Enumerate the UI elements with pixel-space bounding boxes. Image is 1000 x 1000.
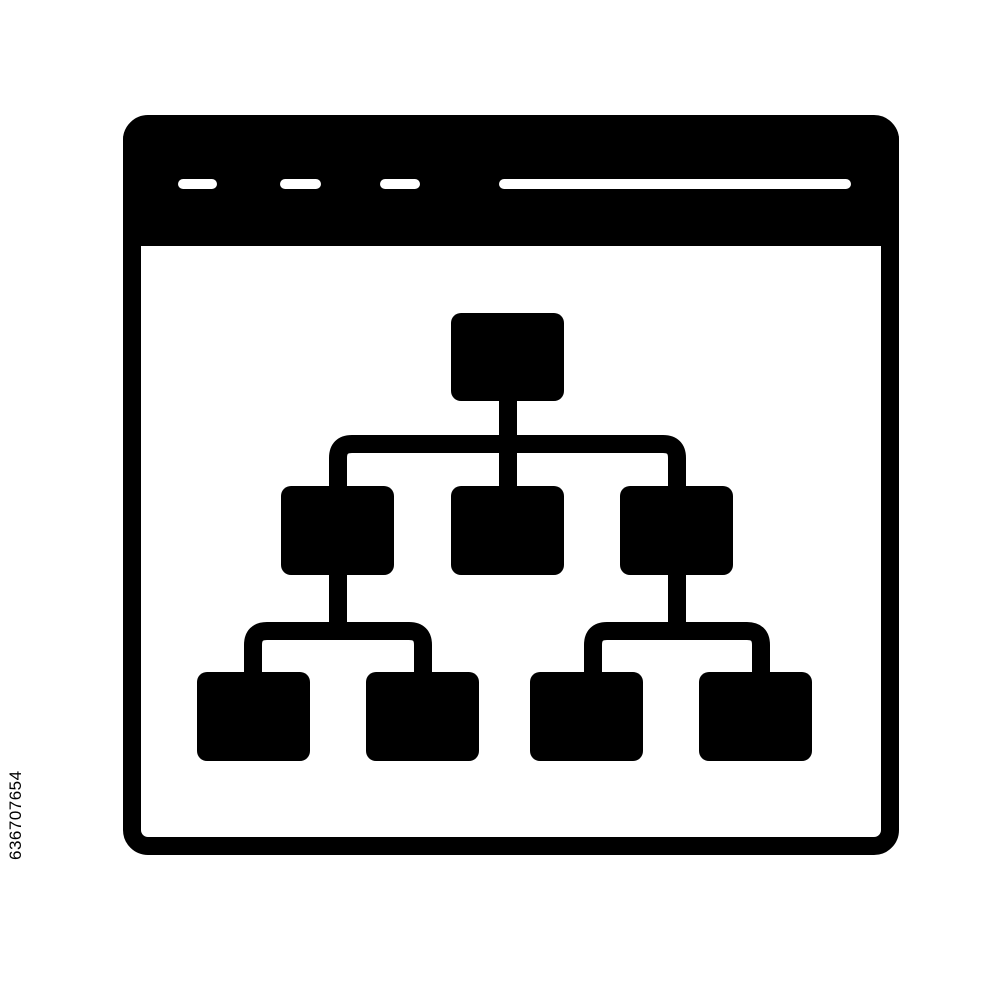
sitemap-node-level1-center [451, 486, 564, 575]
sitemap-root-node [451, 313, 564, 401]
sitemap-node-level2-2 [366, 672, 479, 761]
sitemap-nodes [197, 313, 812, 761]
sitemap-connectors [244, 398, 770, 676]
sitemap-node-level2-3 [530, 672, 643, 761]
sitemap-node-level2-4 [699, 672, 812, 761]
stock-image-id: 636707654 [6, 770, 25, 860]
sitemap-node-level1-right [620, 486, 733, 575]
sitemap-node-level2-1 [197, 672, 310, 761]
sitemap-node-level1-left [281, 486, 394, 575]
browser-window [123, 115, 899, 855]
